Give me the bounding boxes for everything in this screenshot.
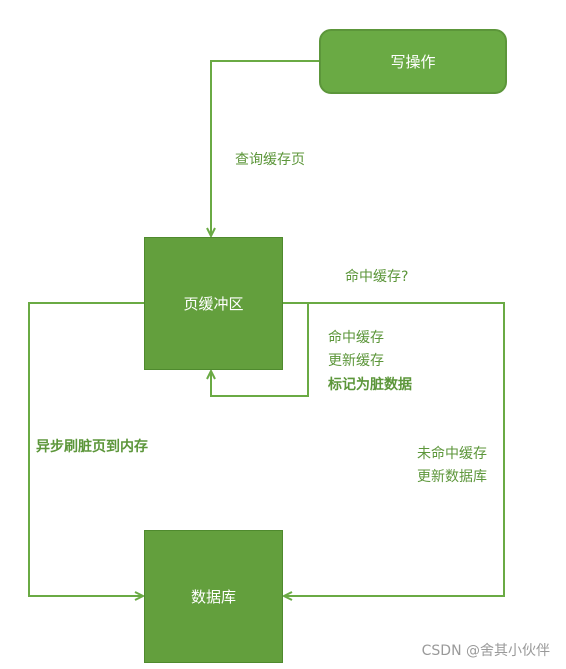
label-async-flush: 异步刷脏页到内存 [36, 439, 148, 455]
edge-async-flush [28, 302, 144, 596]
edge-cache-miss [285, 302, 505, 596]
edge-cache-hit-loop [211, 302, 309, 397]
label-hit-line2: 更新缓存 [328, 353, 384, 369]
label-miss-line2: 更新数据库 [417, 469, 487, 485]
page-buffer-label: 页缓冲区 [183, 295, 244, 313]
watermark: CSDN @舍其小伙伴 [421, 643, 550, 659]
edge-write-to-buffer [211, 60, 319, 235]
label-hit-line1: 命中缓存 [328, 330, 384, 346]
database-label: 数据库 [190, 588, 236, 606]
label-hit-question: 命中缓存? [345, 269, 409, 285]
label-query-cache-page: 查询缓存页 [235, 152, 305, 168]
write-op-node: 写操作 [319, 29, 507, 94]
database-node: 数据库 [144, 530, 283, 663]
write-op-label: 写操作 [390, 53, 436, 71]
page-buffer-node: 页缓冲区 [144, 237, 283, 370]
label-miss-line1: 未命中缓存 [417, 446, 487, 462]
label-hit-line3: 标记为脏数据 [328, 377, 412, 393]
